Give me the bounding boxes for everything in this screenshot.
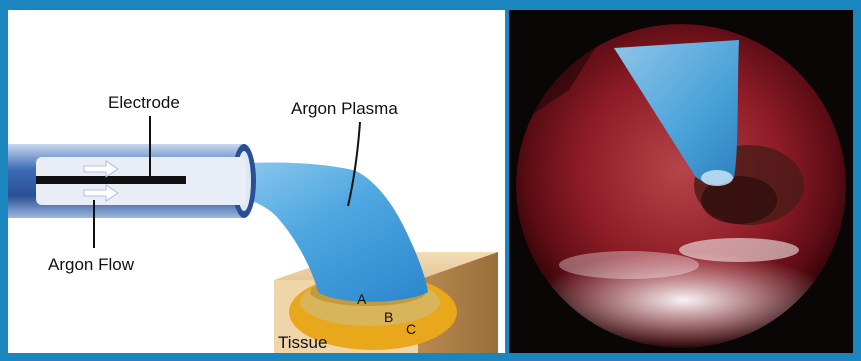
diagram-svg: Electrode Argon Plasma Argon Flow Tissue… (8, 10, 505, 353)
zone-b-label: B (384, 309, 393, 325)
electrode-label: Electrode (108, 93, 180, 112)
zone-c-label: C (406, 321, 416, 337)
endoscopic-photo-svg (509, 10, 853, 353)
zone-a-label: A (357, 291, 367, 307)
argon-flow-label: Argon Flow (48, 255, 135, 274)
argon-plasma-diagram: Electrode Argon Plasma Argon Flow Tissue… (8, 10, 505, 353)
tissue-label: Tissue (278, 333, 327, 352)
probe-tube (8, 144, 256, 218)
endoscopic-photo (509, 10, 853, 353)
argon-plasma-label: Argon Plasma (291, 99, 398, 118)
